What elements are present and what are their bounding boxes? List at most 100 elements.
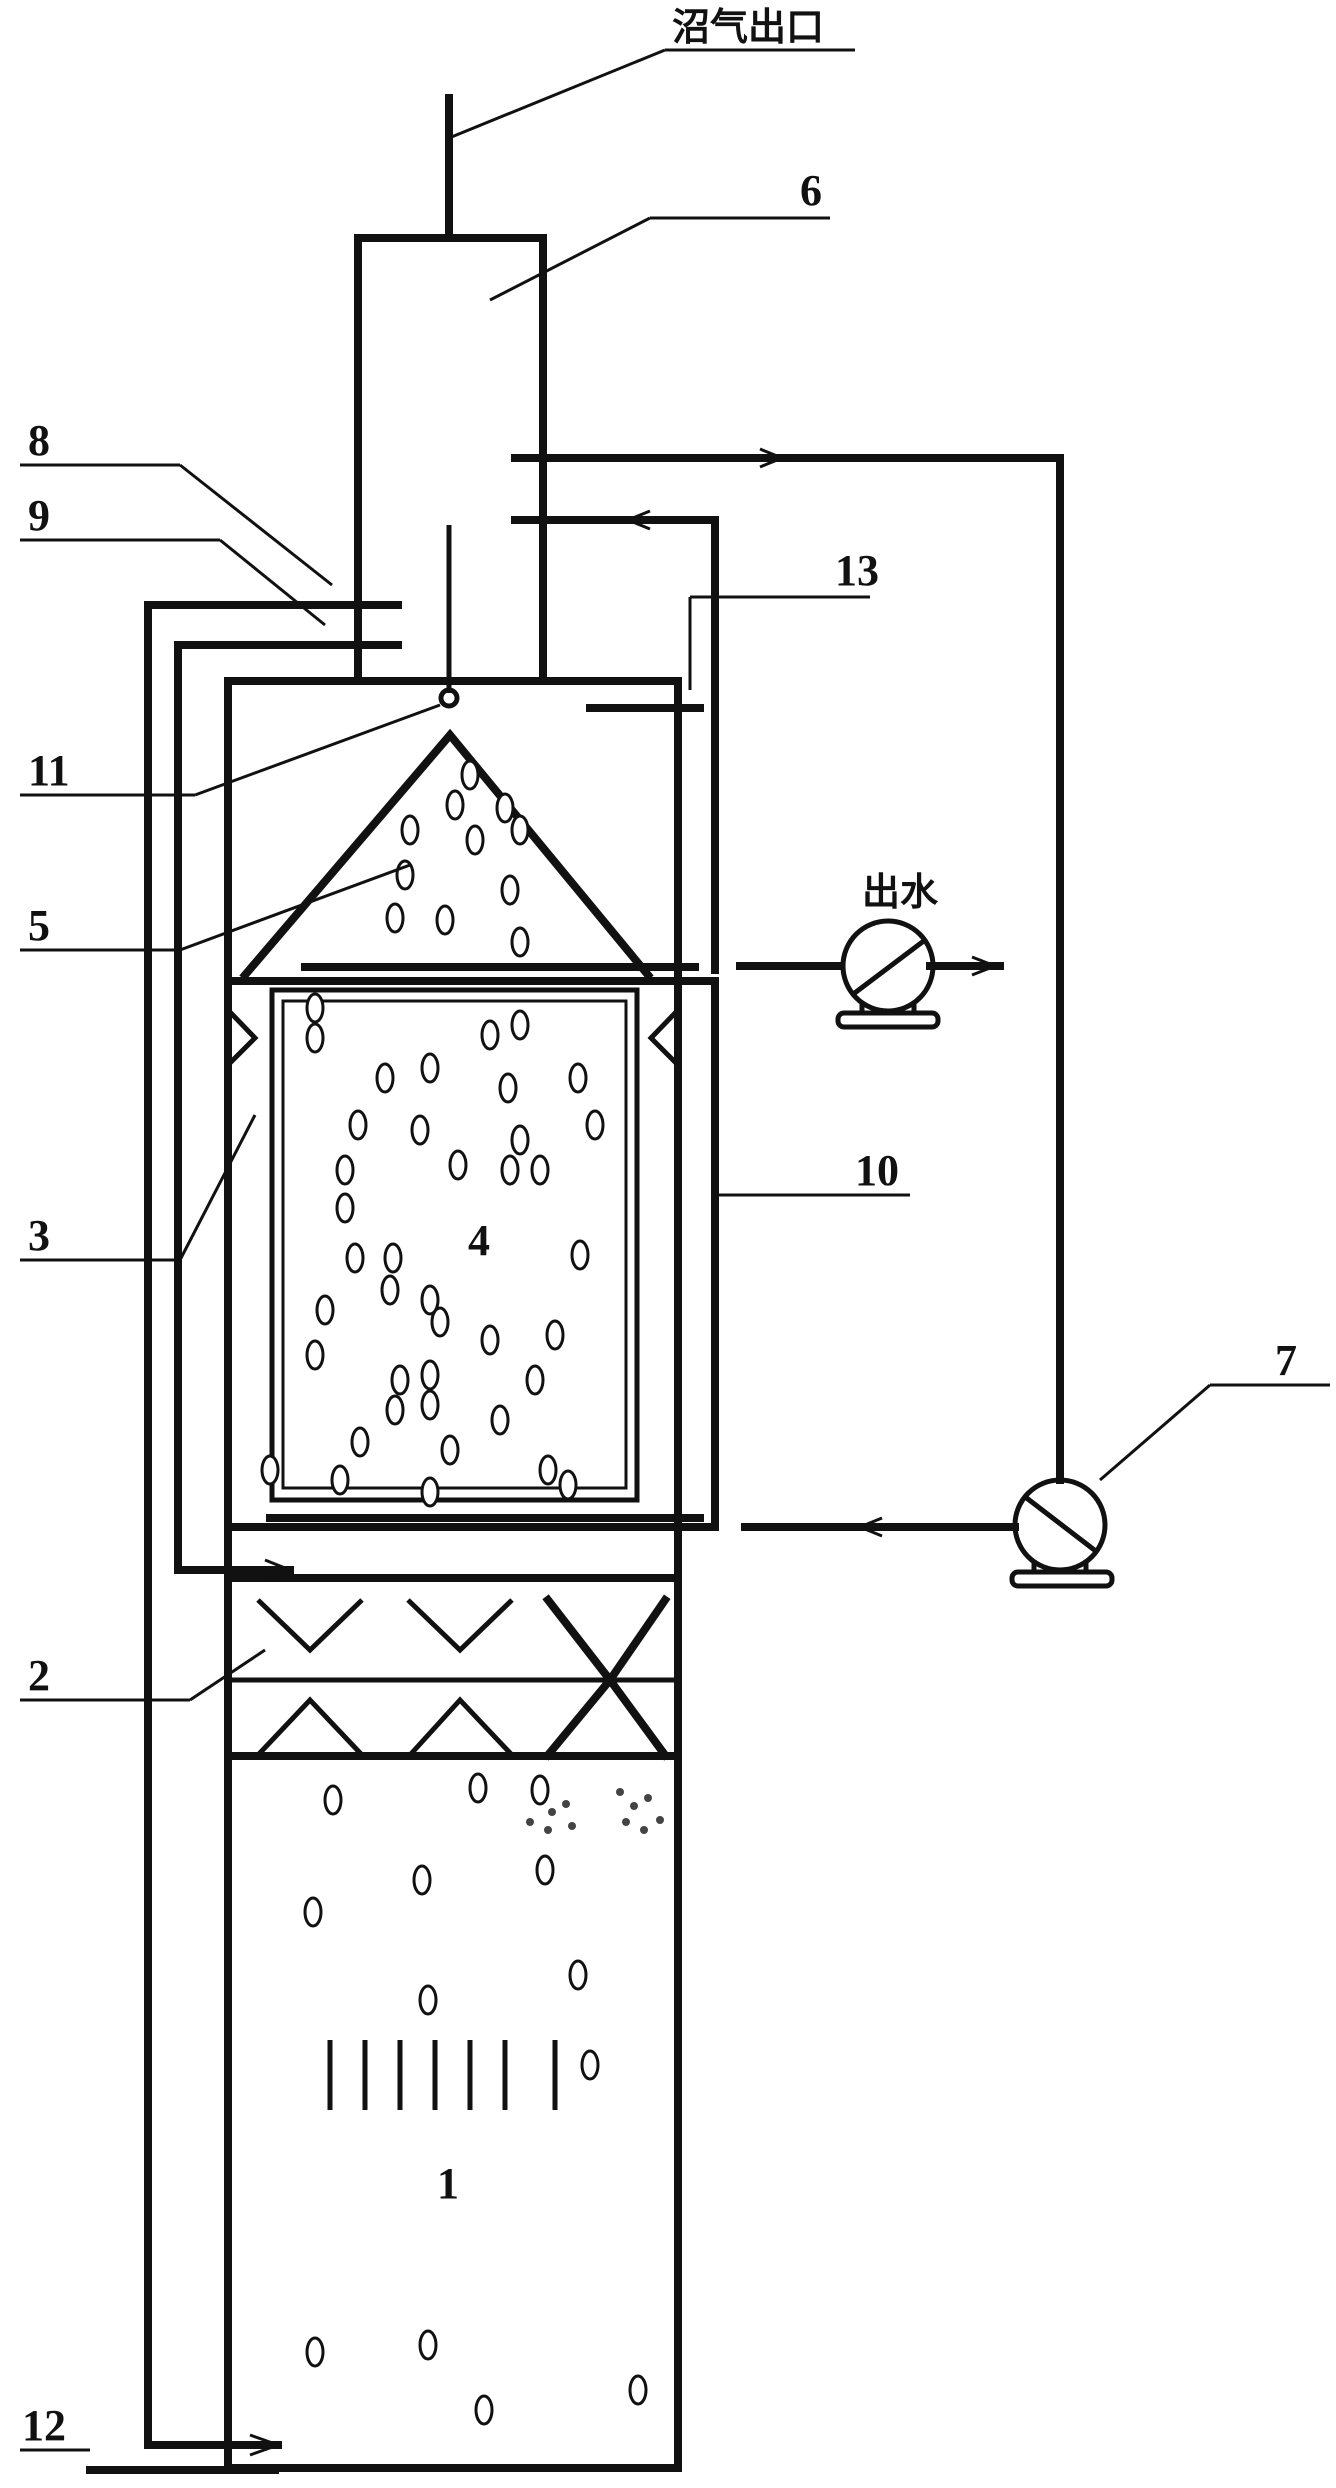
inlet-arrow-bottom xyxy=(249,2433,283,2457)
left-baffle xyxy=(226,1008,259,1067)
flow-arrow-icon xyxy=(759,447,786,469)
bubble-icon xyxy=(510,926,530,958)
flow-arrow-icon xyxy=(624,509,651,531)
bubble-icon xyxy=(435,904,455,936)
bubble-icon xyxy=(390,1364,410,1396)
label-1: 1 xyxy=(437,2159,459,2208)
flow-arrow-icon xyxy=(971,955,1000,977)
bubble-icon xyxy=(420,1476,440,1508)
reaction-chamber-4-inner xyxy=(281,999,628,1490)
bubble-icon xyxy=(418,2329,438,2361)
bubble-icon xyxy=(418,1984,438,2016)
reaction-chamber-4 xyxy=(269,987,640,1503)
bubble-icon xyxy=(260,1454,280,1486)
bubble-icon xyxy=(400,814,420,846)
bubble-icon xyxy=(305,992,325,1024)
flow-arrow-icon xyxy=(856,1516,883,1538)
label-biogas-outlet: 沼气出口 xyxy=(672,5,824,49)
packing-layer-2 xyxy=(228,1594,678,1761)
bubble-icon xyxy=(420,1284,440,1316)
bubble-icon xyxy=(568,1062,588,1094)
label-13: 13 xyxy=(835,546,879,595)
pump-icon xyxy=(835,918,941,1030)
label-12: 12 xyxy=(22,2401,66,2450)
bubble-icon xyxy=(500,874,520,906)
bubble-icon xyxy=(498,1072,518,1104)
right-baffle xyxy=(647,1008,680,1067)
label-10: 10 xyxy=(855,1146,899,1195)
bubble-icon xyxy=(383,1242,403,1274)
recirculation-pipe-top xyxy=(511,454,1064,1484)
bubble-icon xyxy=(410,1114,430,1146)
bubble-icon xyxy=(465,824,485,856)
bubble-icon xyxy=(420,1359,440,1391)
label-2: 2 xyxy=(28,1651,50,1700)
bubble-icon xyxy=(330,1464,350,1496)
bubble-icon xyxy=(510,1124,530,1156)
bubble-icon xyxy=(385,902,405,934)
bubble-icon xyxy=(468,1772,488,1804)
bubble-icon xyxy=(480,1019,500,1051)
bubble-icon xyxy=(628,2374,648,2406)
bubble-icon xyxy=(335,1154,355,1186)
bubble-icon xyxy=(585,1109,605,1141)
bubble-icon xyxy=(545,1319,565,1351)
bubble-icon xyxy=(380,1274,400,1306)
bubble-icon xyxy=(375,1062,395,1094)
inner-housing-10 xyxy=(224,977,719,1531)
bubble-icon xyxy=(430,1306,450,1338)
bubble-icon xyxy=(490,1404,510,1436)
bubble-icon xyxy=(570,1239,590,1271)
bubble-icon xyxy=(530,1774,550,1806)
bubble-icon xyxy=(460,759,480,791)
bubble-icon xyxy=(350,1426,370,1458)
bubble-icon xyxy=(525,1364,545,1396)
bubble-icon xyxy=(474,2394,494,2426)
bubble-icon xyxy=(305,1339,325,1371)
bubble-icon xyxy=(305,1022,325,1054)
bubble-icon xyxy=(323,1784,343,1816)
pump-icon xyxy=(1009,1477,1115,1589)
bubble-icon xyxy=(385,1394,405,1426)
bubble-icon xyxy=(538,1454,558,1486)
pipe-9 xyxy=(174,641,402,1574)
label-11: 11 xyxy=(28,746,70,795)
bubble-icon xyxy=(448,1149,468,1181)
return-pipe-13 xyxy=(511,516,719,974)
pipe-8 xyxy=(144,601,402,2449)
bubble-icon xyxy=(530,1154,550,1186)
valve-11 xyxy=(438,687,460,709)
bubble-icon xyxy=(480,1324,500,1356)
bubbles xyxy=(260,759,648,2426)
bubble-icon xyxy=(395,859,415,891)
bubble-icon xyxy=(495,792,515,824)
bubble-icon xyxy=(345,1242,365,1274)
bubble-icon xyxy=(568,1959,588,1991)
bubble-icon xyxy=(315,1294,335,1326)
three-phase-separator xyxy=(239,728,654,981)
bubble-icon xyxy=(303,1896,323,1928)
bubble-icon xyxy=(420,1389,440,1421)
label-8: 8 xyxy=(28,416,50,465)
upflow-arrows xyxy=(327,2040,558,2110)
bubble-icon xyxy=(412,1864,432,1896)
bubble-icon xyxy=(440,1434,460,1466)
label-3: 3 xyxy=(28,1211,50,1260)
bubble-icon xyxy=(510,814,530,846)
label-7: 7 xyxy=(1275,1336,1297,1385)
bubble-icon xyxy=(445,789,465,821)
inlet-arrow xyxy=(264,1558,295,1582)
bubble-icon xyxy=(510,1009,530,1041)
label-6: 6 xyxy=(800,166,822,215)
label-4: 4 xyxy=(468,1216,490,1265)
bubble-icon xyxy=(305,2336,325,2368)
bubble-icon xyxy=(335,1192,355,1224)
bubble-icon xyxy=(558,1469,578,1501)
label-water-outlet: 出水 xyxy=(862,870,939,914)
bubble-icon xyxy=(420,1052,440,1084)
label-5: 5 xyxy=(28,901,50,950)
bubble-icon xyxy=(580,2049,600,2081)
sludge-particles-icon xyxy=(526,1788,664,1834)
leader-lines xyxy=(20,48,1330,2452)
